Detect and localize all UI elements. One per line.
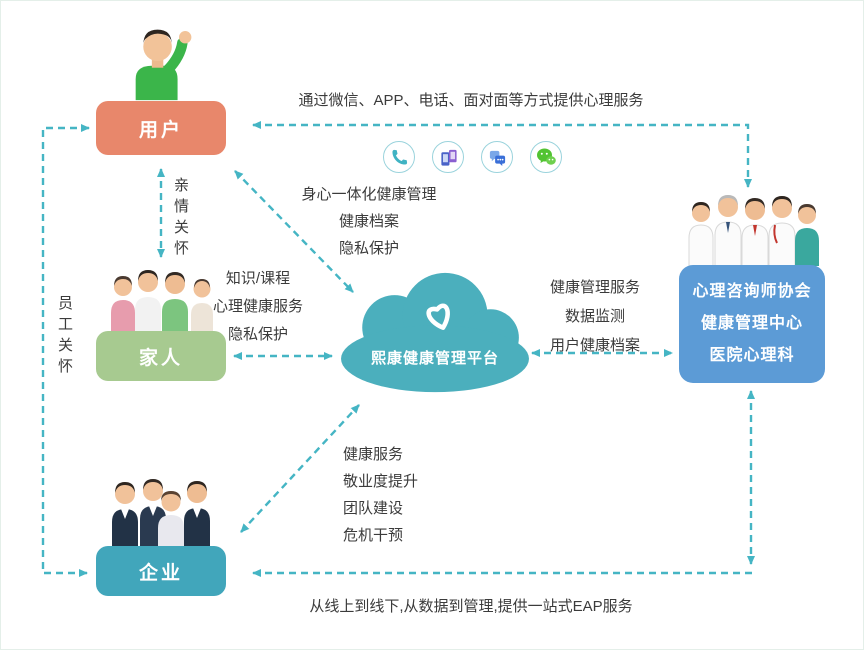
wechat-icon [530,141,562,173]
label-employee-care: 员工关怀 [56,295,73,379]
label-line: 健康管理服务 [549,279,640,296]
label-kinship-care: 亲情关怀 [172,177,189,261]
phone-icon [383,141,415,173]
label-line: 健康档案 [338,213,399,230]
label-line: 用户健康档案 [549,337,640,354]
arrow-employee-care [41,124,90,577]
label-line: 健康服务 [343,446,404,463]
arrow-enterprise-platform [240,404,360,533]
label-line: 心理健康服务 [212,298,303,315]
node-enterprise: 企业 [96,546,226,596]
mobile-devices-icon [432,141,464,173]
node-family-label: 家人 [138,347,183,369]
heart-logo-icon [426,303,450,330]
chat-bubbles-icon [481,141,513,173]
arrow-user-institutions-top [252,121,752,188]
institutions-line: 心理咨询师协会 [692,283,812,300]
node-user: 用户 [96,101,226,155]
label-line: 知识/课程 [225,270,291,287]
label-platform-institutions: 健康管理服务 数据监测 用户健康档案 [519,273,671,360]
label-line: 敬业度提升 [343,473,419,490]
node-user-label: 用户 [138,119,183,141]
label-line: 隐私保护 [338,240,399,257]
label-line: 团队建设 [343,500,404,517]
label-line: 数据监测 [564,308,625,325]
channel-icons [383,141,562,173]
cloud-shape [341,272,529,393]
node-platform: 熙康健康管理平台 [339,265,531,395]
node-family: 家人 [96,331,226,381]
doctors-photo [683,193,821,267]
enterprise-photo [105,478,221,546]
label-bottom-service: 从线上到线下,从数据到管理,提供一站式EAP服务 [309,598,633,615]
label-line: 危机干预 [343,527,404,544]
node-institutions: 心理咨询师协会 健康管理中心 医院心理科 [679,265,825,383]
institutions-line: 健康管理中心 [700,315,803,332]
label-line: 身心一体化健康管理 [301,186,437,203]
user-photo [109,23,209,101]
family-photo [107,267,221,331]
institutions-line: 医院心理科 [709,347,795,364]
node-platform-label: 熙康健康管理平台 [370,350,499,367]
label-line: 隐私保护 [227,326,288,343]
label-family-platform: 知识/课程 心理健康服务 隐私保护 [183,265,333,349]
label-top-service: 通过微信、APP、电话、面对面等方式提供心理服务 [298,92,644,109]
node-enterprise-label: 企业 [138,562,183,584]
arrow-user-platform [234,170,354,293]
label-enterprise-platform: 健康服务 敬业度提升 团队建设 危机干预 [343,441,473,549]
label-user-platform: 身心一体化健康管理 健康档案 隐私保护 [269,181,469,262]
